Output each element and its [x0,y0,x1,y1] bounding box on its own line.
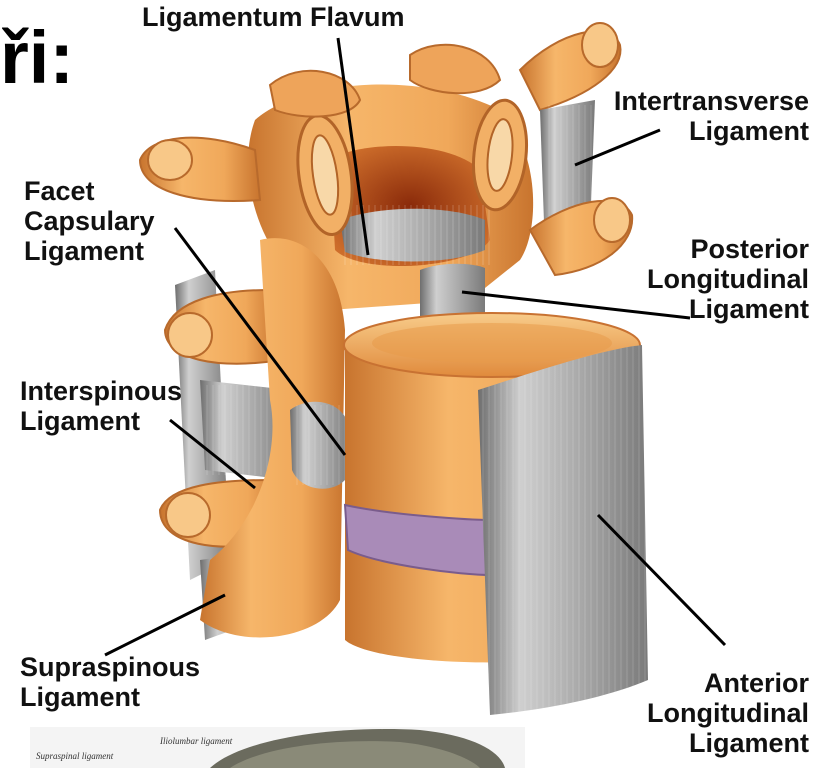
inset-caption-supraspinal: Supraspinal ligament [36,751,113,761]
label-ligamentum-flavum: Ligamentum Flavum [142,2,405,32]
label-interspinous-ligament: Interspinous Ligament [20,376,182,436]
label-supraspinous-ligament: Supraspinous Ligament [20,652,200,712]
label-facet-capsulary-ligament: Facet Capsulary Ligament [24,176,155,266]
label-anterior-longitudinal-ligament: Anterior Longitudinal Ligament [647,668,809,758]
inset-caption-iliolumbar: Iliolumbar ligament [160,736,232,746]
label-intertransverse-ligament: Intertransverse Ligament [614,86,809,146]
label-posterior-longitudinal-ligament: Posterior Longitudinal Ligament [647,234,809,324]
